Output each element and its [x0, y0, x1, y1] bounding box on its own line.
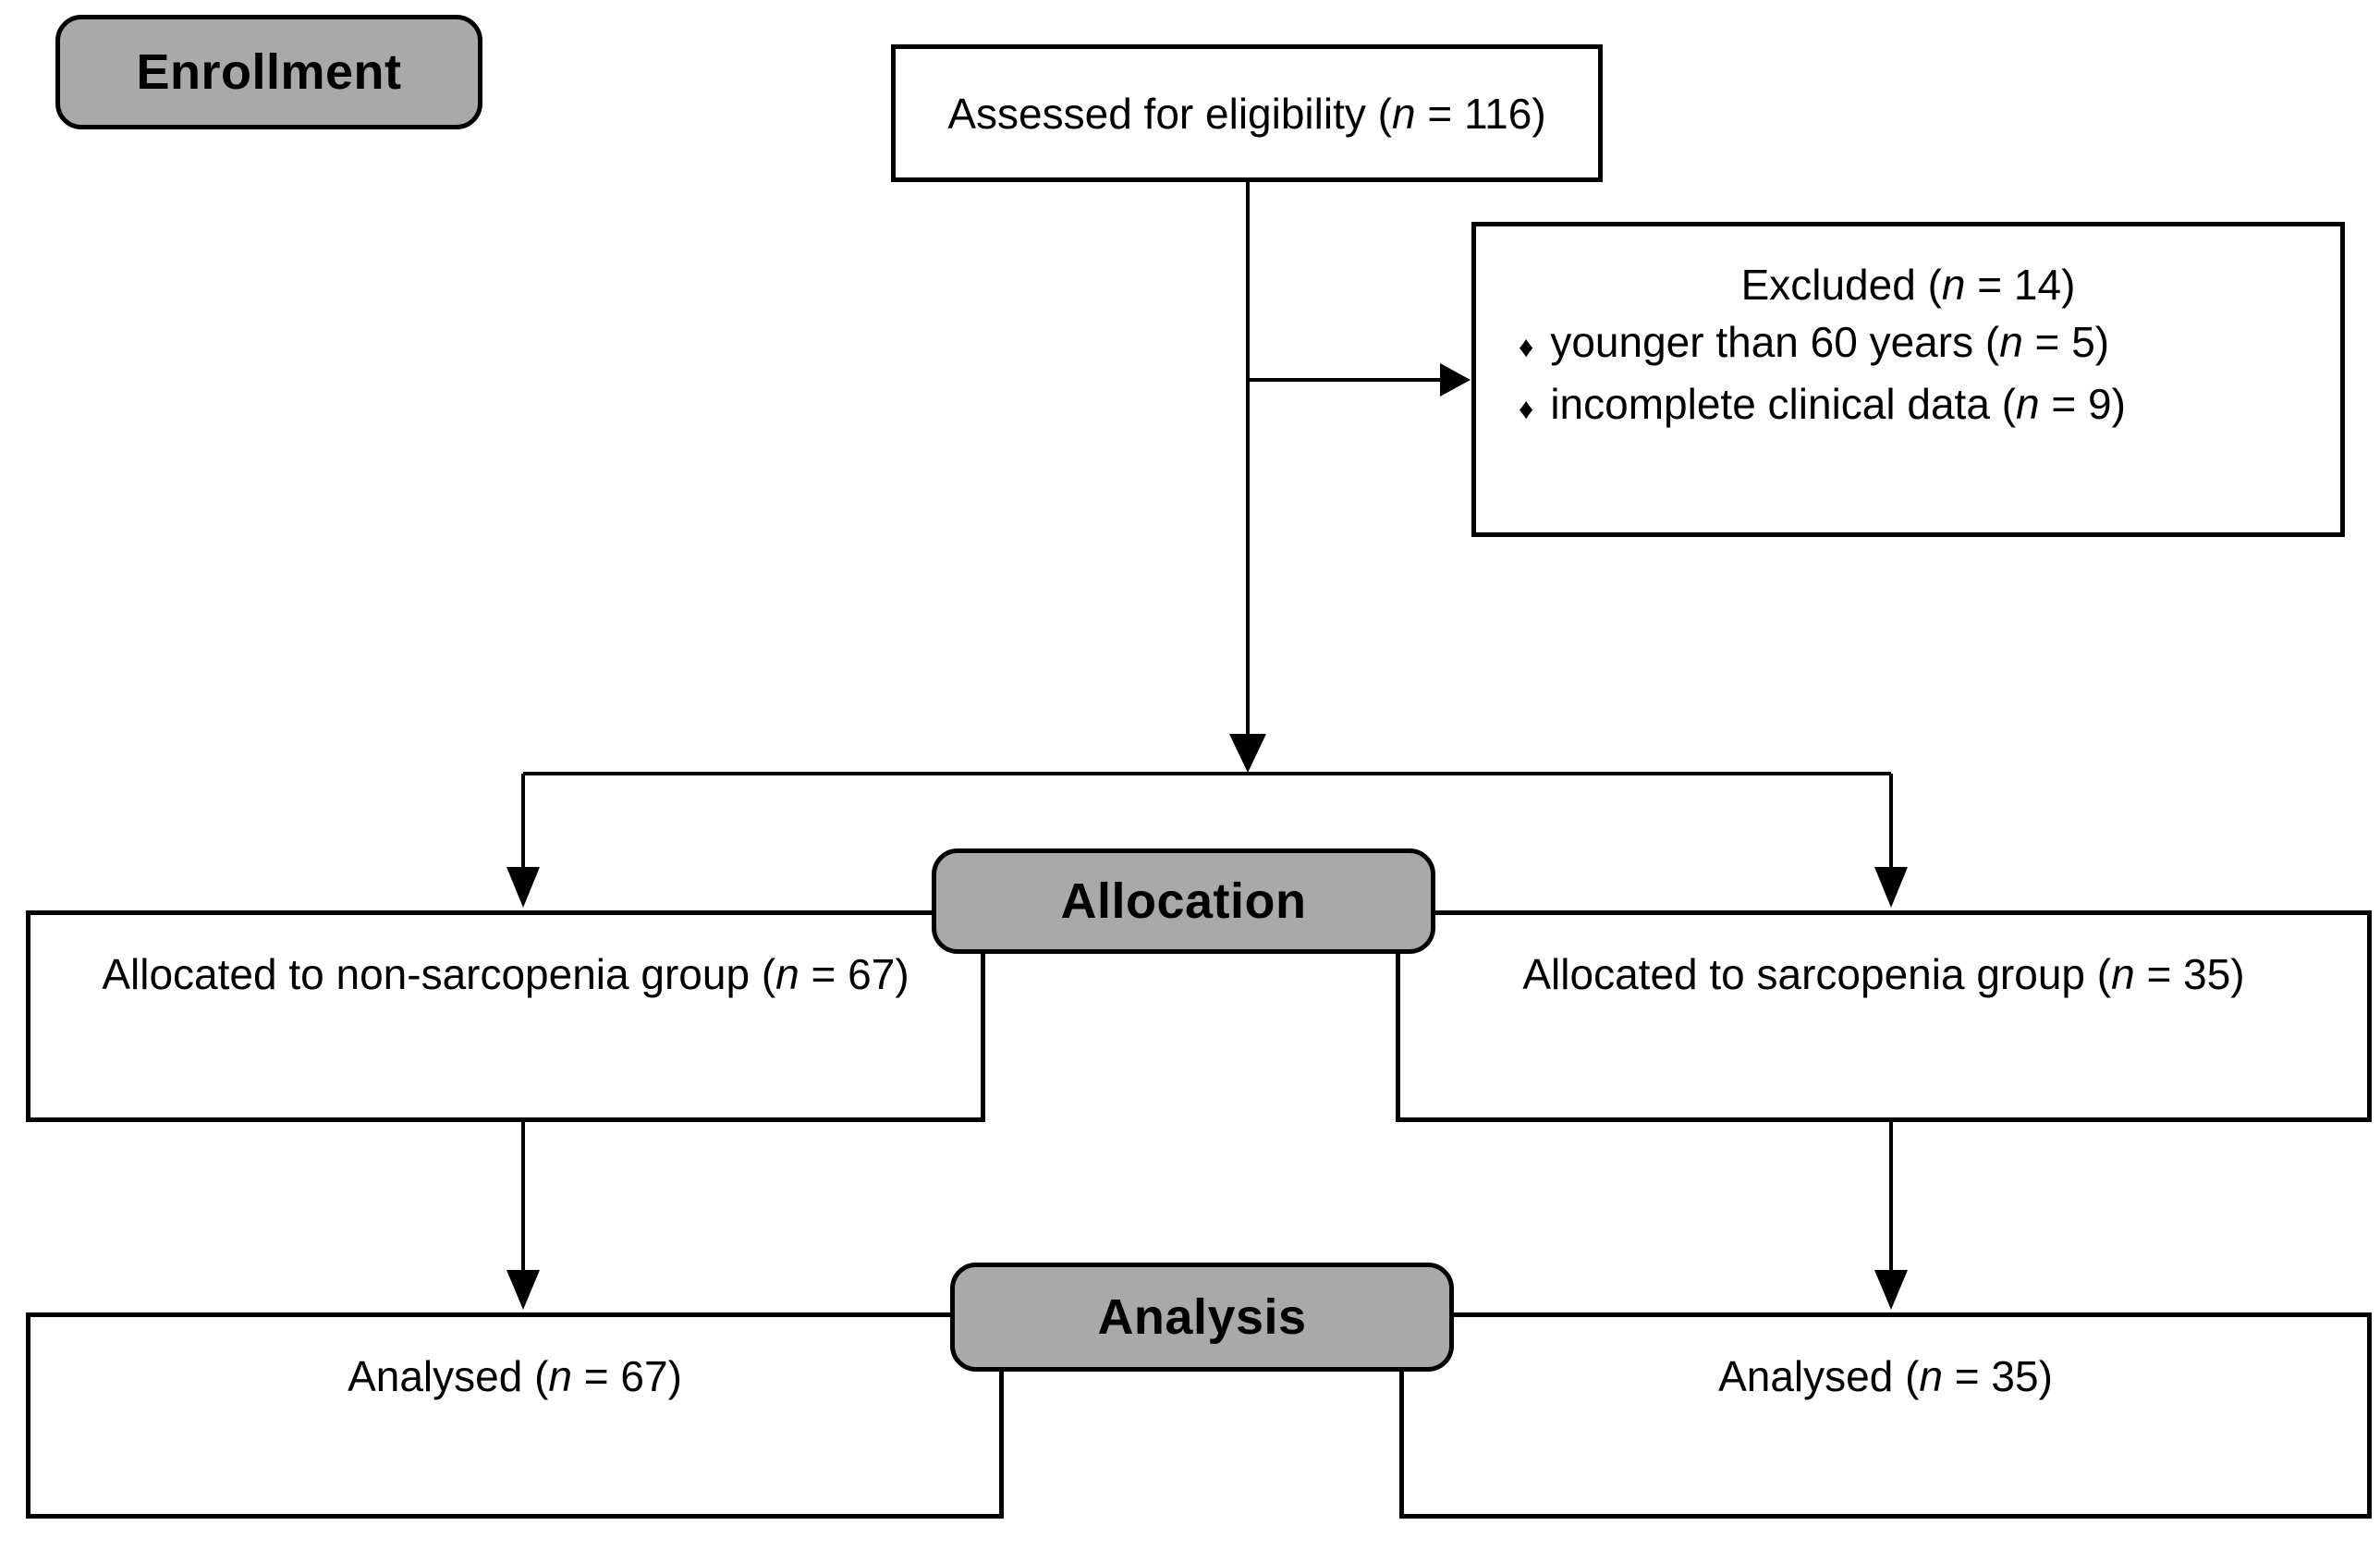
n-variable: n: [775, 950, 799, 998]
stage-badge-analysis-label: Analysis: [1097, 1289, 1307, 1345]
box-analysed-non-sarcopenia: Analysed (n = 67): [26, 1312, 1004, 1519]
excluded-item: ♦incomplete clinical data (n = 9): [1519, 380, 2126, 428]
allocated-sarcopenia-text: Allocated to sarcopenia group (n = 35): [1522, 950, 2245, 998]
analysed-sarcopenia-text: Analysed (n = 35): [1718, 1352, 2053, 1400]
n-variable: n: [1391, 89, 1416, 138]
diamond-bullet-icon: ♦: [1519, 330, 1534, 363]
stage-badge-enrollment-label: Enrollment: [136, 44, 402, 100]
arrow-to-excluded: [1250, 363, 1471, 397]
box-assessed-for-eligibility: Assessed for eligibility (n = 116): [891, 44, 1603, 182]
excluded-title: Excluded (n = 14): [1740, 261, 2076, 309]
arrow-alloc-to-analysed-right: [1874, 1122, 1908, 1310]
n-variable: n: [1999, 318, 2023, 366]
stage-badge-allocation: Allocation: [932, 848, 1435, 954]
n-variable: n: [1941, 261, 1966, 309]
arrow-assessed-to-branch: [1229, 182, 1266, 773]
diamond-bullet-icon: ♦: [1519, 392, 1534, 425]
arrow-branch-to-alloc-right: [1874, 774, 1908, 908]
n-variable: n: [1919, 1352, 1943, 1400]
stage-badge-enrollment: Enrollment: [55, 15, 482, 129]
allocated-non-sarcopenia-text: Allocated to non-sarcopenia group (n = 6…: [102, 950, 909, 998]
n-variable: n: [2016, 380, 2040, 428]
stage-badge-analysis: Analysis: [950, 1263, 1454, 1372]
stage-badge-allocation-label: Allocation: [1060, 873, 1307, 929]
assessed-text: Assessed for eligibility (n = 116): [947, 89, 1546, 138]
box-analysed-sarcopenia: Analysed (n = 35): [1399, 1312, 2372, 1519]
arrow-branch-to-alloc-left: [507, 774, 540, 908]
analysed-non-sarcopenia-text: Analysed (n = 67): [348, 1352, 682, 1400]
excluded-item: ♦younger than 60 years (n = 5): [1519, 318, 2110, 366]
arrow-alloc-to-analysed-left: [507, 1122, 540, 1310]
box-allocated-non-sarcopenia: Allocated to non-sarcopenia group (n = 6…: [26, 910, 985, 1122]
n-variable: n: [2111, 950, 2135, 998]
box-allocated-sarcopenia: Allocated to sarcopenia group (n = 35): [1396, 910, 2372, 1122]
box-excluded: Excluded (n = 14) ♦younger than 60 years…: [1471, 222, 2345, 537]
n-variable: n: [548, 1352, 572, 1400]
